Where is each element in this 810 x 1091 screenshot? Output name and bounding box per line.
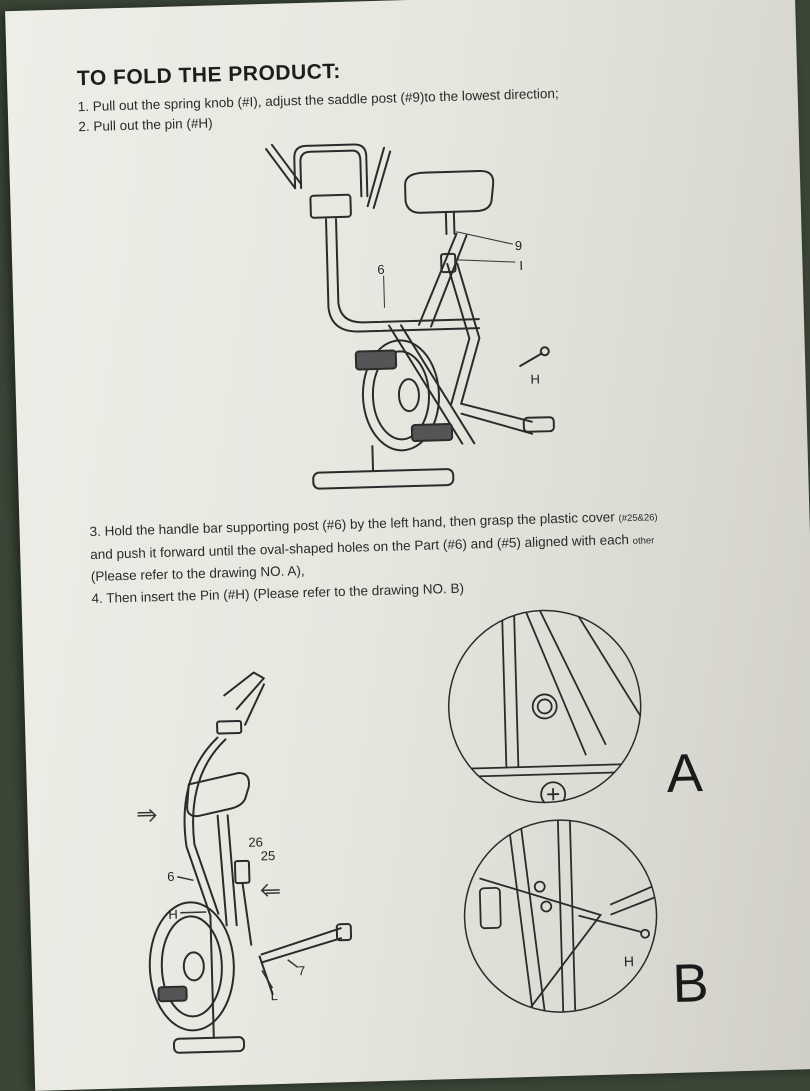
- step-1: 1. Pull out the spring knob (#I), adjust…: [77, 85, 559, 115]
- detail-a-letter: A: [665, 743, 704, 805]
- fold-label-L: L: [270, 988, 278, 1003]
- step-3-line-3: (Please refer to the drawing NO. A),: [90, 563, 305, 585]
- step-2: 2. Pull out the pin (#H): [78, 115, 213, 135]
- detail-b-label-H: H: [624, 953, 635, 969]
- label-I: I: [519, 258, 523, 273]
- detail-b-diagram: H: [463, 817, 660, 1015]
- manual-page: TO FOLD THE PRODUCT: 1. Pull out the spr…: [5, 0, 810, 1091]
- fold-label-H: H: [168, 907, 178, 922]
- bike-diagram-folding: 6 H 26 25 7 L: [137, 671, 353, 1054]
- fold-label-7: 7: [298, 963, 306, 978]
- fold-label-25: 25: [261, 848, 276, 863]
- step-3-parts-ref: (#25&26): [618, 512, 658, 525]
- fold-label-26: 26: [248, 834, 263, 849]
- label-H: H: [530, 371, 540, 386]
- label-6: 6: [377, 262, 385, 277]
- bike-diagram-upright: 9 I 6 H: [265, 143, 555, 490]
- label-9: 9: [515, 238, 523, 253]
- detail-a-diagram: [447, 607, 644, 806]
- step-3-other: other: [632, 535, 655, 547]
- detail-b-letter: B: [671, 952, 710, 1014]
- step-4: 4. Then insert the Pin (#H) (Please refe…: [91, 580, 465, 607]
- fold-label-6: 6: [167, 869, 175, 884]
- page-title: TO FOLD THE PRODUCT:: [76, 59, 342, 91]
